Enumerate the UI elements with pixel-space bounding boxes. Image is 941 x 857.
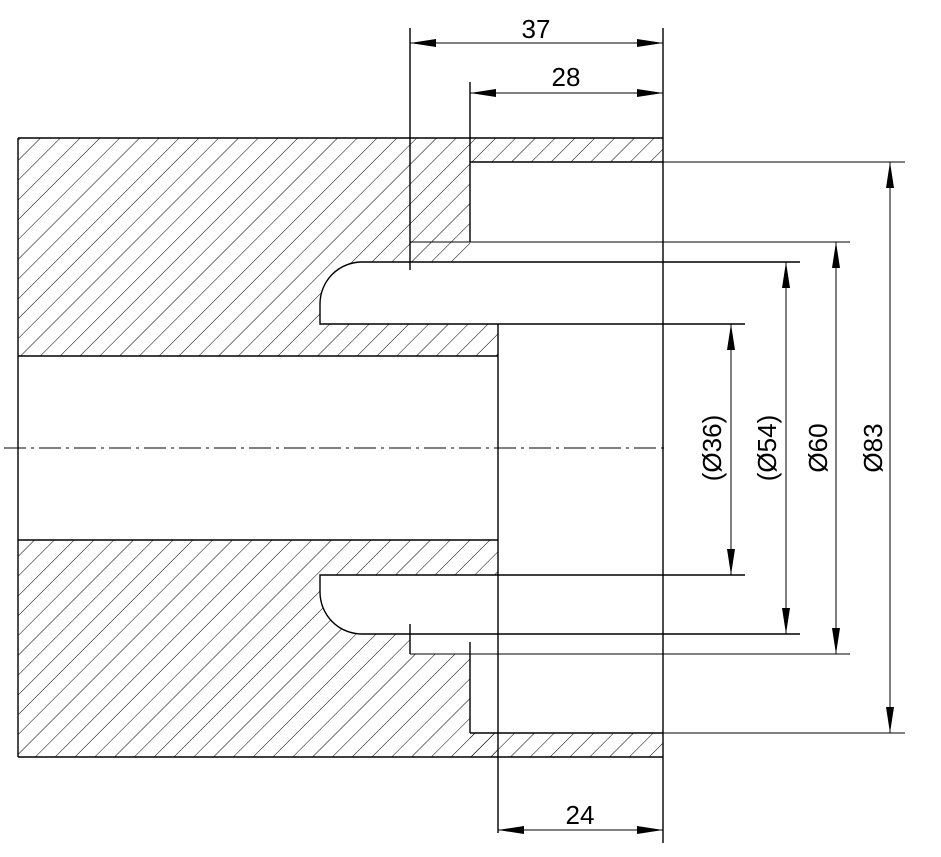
dimension-lines bbox=[410, 39, 894, 834]
dim-24-label: 24 bbox=[566, 800, 595, 830]
upper-right-rim-section bbox=[410, 138, 663, 242]
lower-body-section bbox=[18, 540, 498, 757]
dim-28-label: 28 bbox=[552, 62, 581, 92]
part-outline bbox=[17, 28, 905, 843]
section-hatching bbox=[18, 138, 663, 757]
upper-body-section bbox=[18, 138, 498, 356]
lower-right-rim-section bbox=[470, 733, 663, 757]
dim-37-label: 37 bbox=[522, 14, 551, 44]
dia-83-label: Ø83 bbox=[858, 423, 888, 472]
dia-60-label: Ø60 bbox=[803, 423, 833, 472]
dia-54-label: (Ø54) bbox=[752, 415, 782, 481]
dia-36-label: (Ø36) bbox=[697, 415, 727, 481]
